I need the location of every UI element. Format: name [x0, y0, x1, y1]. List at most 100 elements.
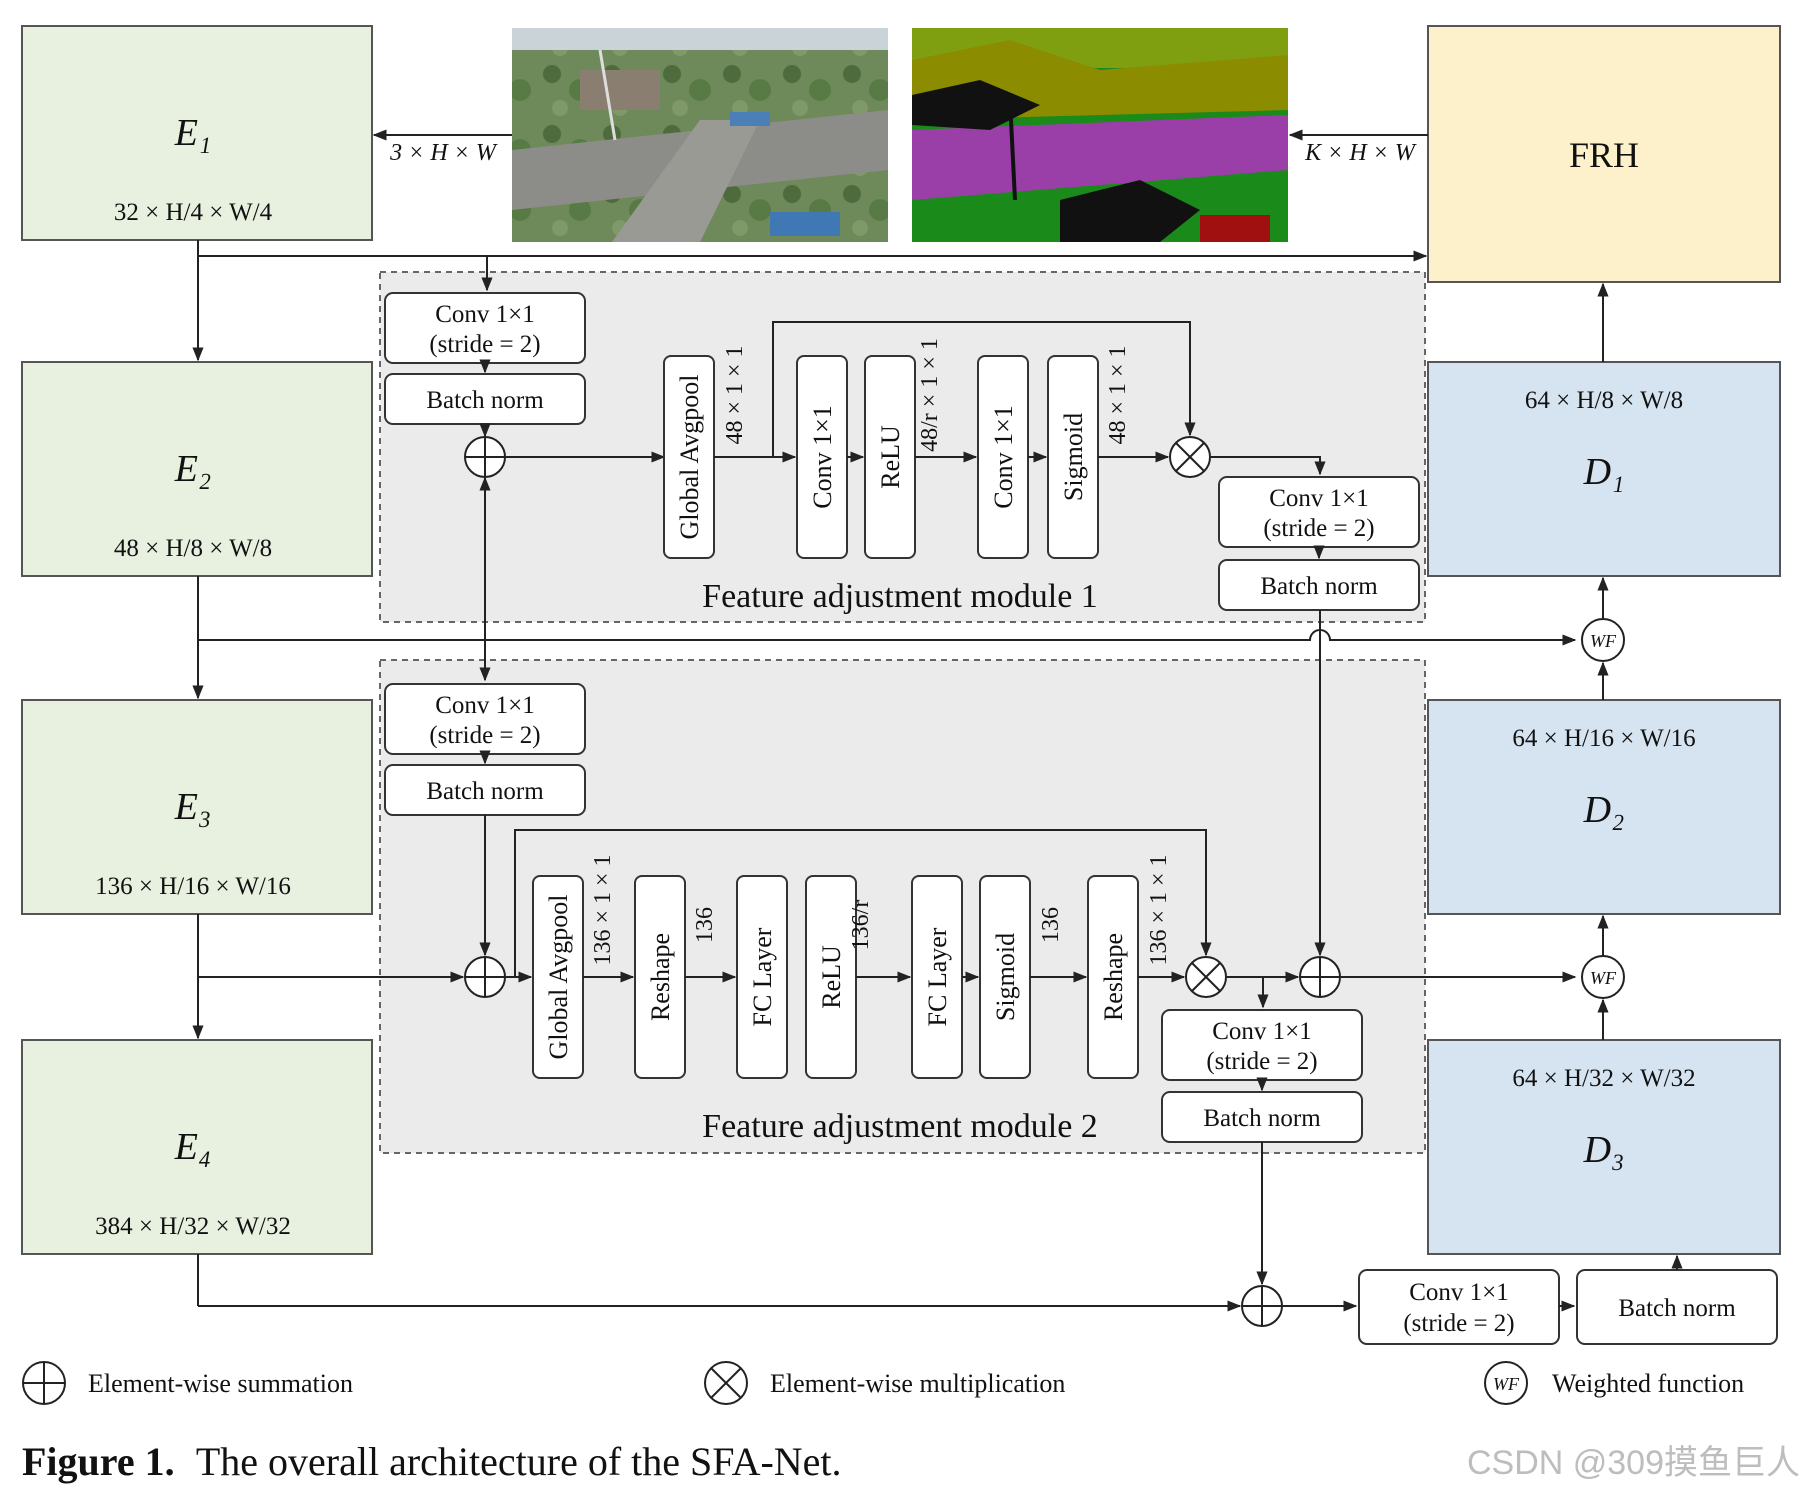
- legend: Element-wise summation Element-wise mult…: [22, 1361, 1744, 1405]
- decoder-d2-label: D₂: [1583, 789, 1625, 831]
- m1-out-bn-label: Batch norm: [1260, 573, 1378, 600]
- m2-conv-block: Conv 1×1 (stride = 2): [384, 683, 586, 755]
- m1-out-conv-line1: Conv 1×1: [1269, 485, 1369, 512]
- encoder-e2-dims: 48 × H/8 × W/8: [114, 535, 272, 562]
- final-sum-node: [1241, 1285, 1283, 1327]
- decoder-d1-dims: 64 × H/8 × W/8: [1525, 387, 1683, 414]
- encoder-e2-label: E₂: [174, 448, 211, 490]
- decoder-d3-label: D₃: [1583, 1129, 1625, 1171]
- m1-op-4: Conv 1×1: [977, 355, 1029, 559]
- legend-mul-label: Element-wise multiplication: [770, 1369, 1065, 1398]
- m2-dim-label-2: 136: [692, 907, 718, 943]
- m1-conv-line1: Conv 1×1: [435, 301, 535, 328]
- m2-op-label-1: Global Avgpool: [544, 895, 573, 1060]
- m2-out-conv-line2: (stride = 2): [1206, 1048, 1317, 1075]
- m2-op-5: FC Layer: [911, 875, 963, 1079]
- figure-caption: Figure 1. The overall architecture of th…: [22, 1439, 842, 1484]
- encoder-e1-dims: 32 × H/4 × W/4: [114, 199, 273, 226]
- m2-op-3: FC Layer: [736, 875, 788, 1079]
- m2-dim-label-5: 136 × 1 × 1: [1146, 854, 1172, 965]
- m2-op-1: Global Avgpool: [532, 875, 584, 1079]
- m2-op-6: Sigmoid: [979, 875, 1031, 1079]
- m1-op-1: Global Avgpool: [663, 355, 715, 559]
- frh-label: FRH: [1569, 135, 1639, 175]
- m2-op-label-2: Reshape: [646, 933, 675, 1021]
- legend-wf-label: Weighted function: [1552, 1369, 1744, 1398]
- m1-out-conv-block: Conv 1×1 (stride = 2): [1218, 476, 1420, 548]
- m1-dim-label-1: 48 × 1 × 1: [722, 345, 748, 444]
- wf-label-2: WF: [1590, 968, 1617, 988]
- m2-out-sum-node: [1299, 956, 1341, 998]
- m1-sum-node: [464, 436, 506, 478]
- m2-op-4: ReLU: [805, 875, 857, 1079]
- m1-bn-label: Batch norm: [426, 387, 544, 414]
- decoder-d2-dims: 64 × H/16 × W/16: [1512, 725, 1695, 752]
- encoder-e2: E₂ 48 × H/8 × W/8: [21, 361, 373, 577]
- m1-op-label-5: Sigmoid: [1059, 413, 1088, 501]
- output-dims-label: K × H × W: [1304, 140, 1417, 166]
- m1-out-conv-line2: (stride = 2): [1263, 515, 1374, 542]
- m1-conv-line2: (stride = 2): [429, 331, 540, 358]
- encoder-e4-dims: 384 × H/32 × W/32: [95, 1213, 291, 1240]
- m2-dim-label-4: 136: [1038, 907, 1064, 943]
- m1-mul-node: [1169, 436, 1211, 478]
- decoder-d1: 64 × H/8 × W/8 D₁: [1427, 361, 1781, 577]
- input-dims-label: 3 × H × W: [389, 140, 498, 166]
- m2-op-label-5: FC Layer: [923, 927, 952, 1026]
- caption-text: The overall architecture of the SFA-Net.: [196, 1439, 842, 1484]
- m2-op-2: Reshape: [634, 875, 686, 1079]
- m1-op-label-4: Conv 1×1: [989, 405, 1018, 509]
- module2-title: Feature adjustment module 2: [702, 1108, 1098, 1145]
- m2-dim-label-1: 136 × 1 × 1: [590, 854, 616, 965]
- m1-op-2: Conv 1×1: [796, 355, 848, 559]
- m2-out-conv-block: Conv 1×1 (stride = 2): [1161, 1009, 1363, 1081]
- legend-wf-symbol: WF: [1493, 1374, 1520, 1394]
- decoder-d2: 64 × H/16 × W/16 D₂: [1427, 699, 1781, 915]
- m2-bn-label: Batch norm: [426, 778, 544, 805]
- final-conv-block: Conv 1×1 (stride = 2): [1358, 1269, 1560, 1345]
- decoder-d3: 64 × H/32 × W/32 D₃: [1427, 1039, 1781, 1255]
- input-aerial-image: [512, 28, 888, 242]
- m1-out-bn-block: Batch norm: [1218, 559, 1420, 611]
- m1-conv-block: Conv 1×1 (stride = 2): [384, 292, 586, 364]
- module1-title: Feature adjustment module 1: [702, 578, 1098, 615]
- legend-sum-label: Element-wise summation: [88, 1369, 353, 1398]
- wf-label-1: WF: [1590, 631, 1617, 651]
- m2-dim-label-3: 136/r: [848, 900, 874, 951]
- m2-conv-line2: (stride = 2): [429, 722, 540, 749]
- watermark: CSDN @309摸鱼巨人: [1467, 1444, 1800, 1482]
- segmentation-mask-image: [912, 28, 1288, 242]
- legend-wf-icon: WF: [1484, 1361, 1528, 1405]
- m2-conv-line1: Conv 1×1: [435, 692, 535, 719]
- m1-op-5: Sigmoid: [1047, 355, 1099, 559]
- m1-dim-label-2: 48/r × 1 × 1: [917, 338, 943, 452]
- decoder-d3-dims: 64 × H/32 × W/32: [1512, 1065, 1695, 1092]
- m2-op-label-6: Sigmoid: [991, 933, 1020, 1021]
- legend-mul-icon: [704, 1361, 748, 1405]
- wf-node-1: WF: [1581, 618, 1625, 662]
- m2-op-label-7: Reshape: [1099, 933, 1128, 1021]
- m1-op-label-1: Global Avgpool: [675, 375, 704, 540]
- m2-out-bn-label: Batch norm: [1203, 1105, 1321, 1132]
- encoder-e1: E₁ 32 × H/4 × W/4: [21, 25, 373, 241]
- final-bn-block: Batch norm: [1576, 1269, 1778, 1345]
- encoder-e3: E₃ 136 × H/16 × W/16: [21, 699, 373, 915]
- wf-node-2: WF: [1581, 955, 1625, 999]
- encoder-e1-label: E₁: [174, 112, 211, 154]
- m2-bn-block: Batch norm: [384, 764, 586, 816]
- m1-dim-label-3: 48 × 1 × 1: [1105, 345, 1131, 444]
- m2-op-7: Reshape: [1087, 875, 1139, 1079]
- m1-op-3: ReLU: [864, 355, 916, 559]
- final-conv-line1: Conv 1×1: [1409, 1279, 1509, 1306]
- m1-op-label-2: Conv 1×1: [808, 405, 837, 509]
- legend-sum-icon: [22, 1361, 66, 1405]
- m2-sum-node: [464, 956, 506, 998]
- final-conv-line2: (stride = 2): [1403, 1310, 1514, 1337]
- m1-op-label-3: ReLU: [876, 425, 905, 489]
- m2-out-bn-block: Batch norm: [1161, 1091, 1363, 1143]
- m2-op-label-4: ReLU: [817, 945, 846, 1009]
- final-bn-label: Batch norm: [1618, 1295, 1736, 1322]
- m2-mul-node: [1185, 956, 1227, 998]
- encoder-e3-label: E₃: [174, 786, 211, 828]
